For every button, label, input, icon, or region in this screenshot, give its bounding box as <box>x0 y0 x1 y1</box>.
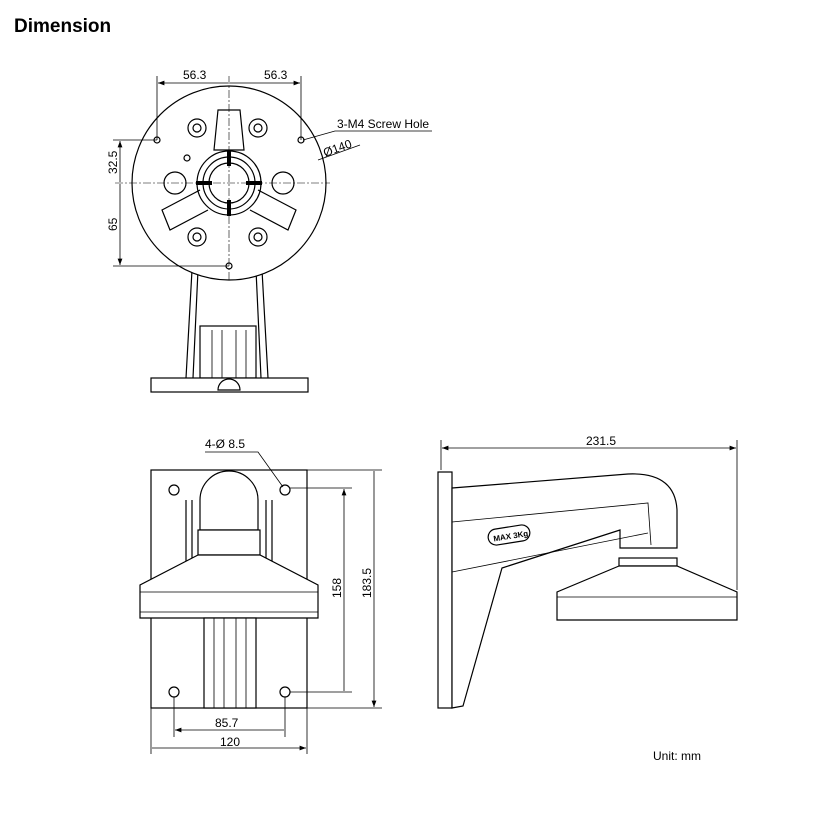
dim-outer-width: 120 <box>220 735 240 749</box>
dim-outer-height: 183.5 <box>360 568 374 598</box>
dim-length: 231.5 <box>586 434 616 448</box>
dim-inner-width: 85.7 <box>215 716 239 730</box>
dim-upper-height: 32.5 <box>106 150 120 174</box>
dim-inner-height: 158 <box>330 578 344 598</box>
front-view: 4-Ø 8.5 158 183.5 85.7 120 <box>139 437 382 754</box>
screw-hole-label: 3-M4 Screw Hole <box>337 117 429 131</box>
diameter-label: Ø140 <box>321 137 354 160</box>
dim-right-width: 56.3 <box>264 68 288 82</box>
hole-label: 4-Ø 8.5 <box>205 437 245 451</box>
side-view: MAX 3Kg 231.5 <box>437 434 738 709</box>
top-view: 56.3 56.3 32.5 65 3-M4 Screw Hole Ø140 <box>106 68 432 393</box>
unit-label: Unit: mm <box>653 749 701 763</box>
dim-left-width: 56.3 <box>183 68 207 82</box>
dim-lower-height: 65 <box>106 217 120 231</box>
page-title: Dimension <box>14 16 112 37</box>
